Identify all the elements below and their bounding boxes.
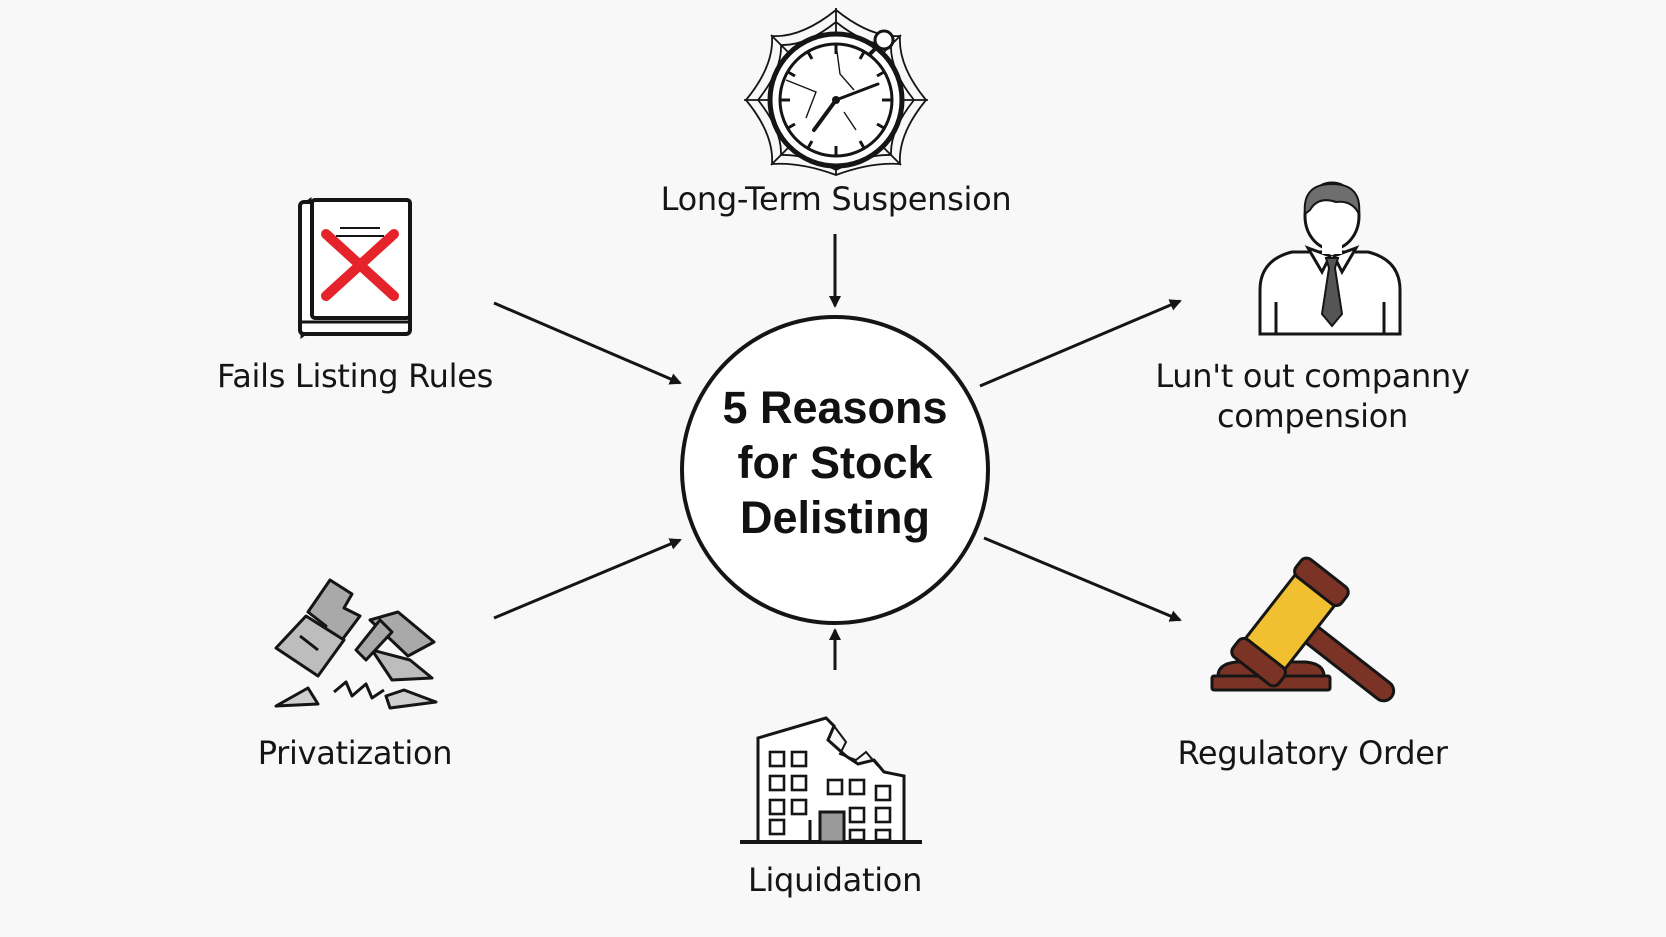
- arrow-from-privatization: [493, 538, 682, 620]
- broken-blocks-icon: [274, 578, 438, 710]
- center-title-line-2: for Stock: [737, 437, 933, 488]
- arrow-from-fails-listing-rules: [493, 301, 682, 385]
- arrow-to-regulatory-order: [983, 536, 1182, 622]
- label-regulatory-order: Regulatory Order: [1177, 734, 1448, 772]
- label-liquidation: Liquidation: [747, 861, 923, 899]
- crossed-out-rulebook-icon: [298, 197, 412, 339]
- center-circle: [680, 315, 990, 625]
- label-privatization: Privatization: [257, 734, 453, 772]
- center-title-line-1: 5 Reasons: [722, 382, 948, 433]
- label-company-compensation-line-2: compension: [1216, 397, 1409, 435]
- center-title: 5 Reasons for Stock Delisting: [680, 380, 990, 545]
- cobweb-stopwatch-icon: [744, 8, 928, 176]
- gavel-icon: [1210, 556, 1396, 703]
- label-company-compensation: Lun't out companny compension: [1110, 356, 1515, 436]
- label-company-compensation-line-1: Lun't out companny: [1155, 357, 1470, 395]
- crumbling-building-icon: [740, 716, 922, 844]
- center-title-line-3: Delisting: [739, 492, 931, 543]
- label-long-term-suspension: Long-Term Suspension: [660, 180, 1012, 218]
- label-fails-listing-rules: Fails Listing Rules: [217, 357, 493, 395]
- arrow-to-company-compensation: [979, 299, 1182, 388]
- connector-arrows: [493, 234, 1182, 670]
- businessman-icon: [1258, 181, 1402, 336]
